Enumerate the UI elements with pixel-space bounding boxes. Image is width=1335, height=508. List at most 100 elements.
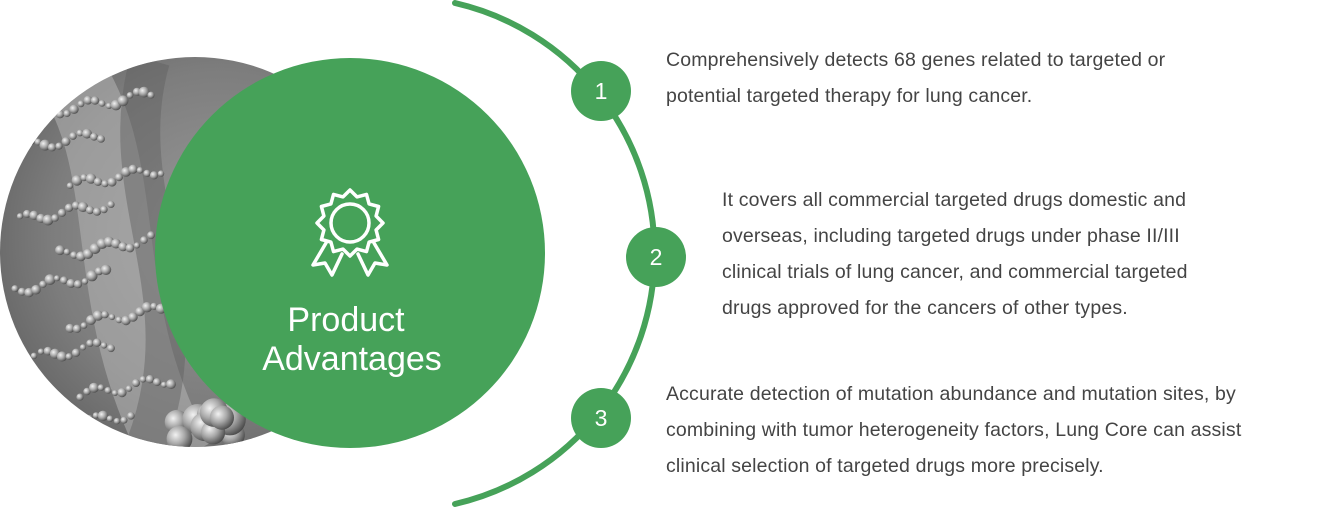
molecule-bead [90,96,100,105]
molecule-bead [65,323,75,333]
molecule-bead [30,352,38,359]
molecule-bead [69,132,77,140]
molecule-bead [120,416,128,424]
molecule-bead [29,210,39,220]
molecule-bead [107,344,115,353]
molecule-bead [82,128,92,139]
molecule-sphere [209,405,234,430]
molecule-bead [61,137,71,146]
molecule-bead [125,243,135,253]
step-number-2: 2 [650,244,663,270]
molecule-bead [83,387,91,396]
molecule-bead [27,137,35,146]
molecule-bead [80,174,88,182]
molecule-bead [37,348,45,355]
molecule-bead [126,92,134,99]
molecule-bead [141,302,153,313]
molecule-bead [85,173,97,184]
molecule-bead [42,214,54,226]
molecule-bead [60,276,68,285]
molecule-bead [51,214,59,222]
molecule-bead [153,378,161,387]
molecule-bead [56,351,68,362]
molecule-bead [44,274,56,285]
molecule-bead [16,213,24,220]
molecule-bead [19,139,29,150]
molecule-bead [86,57,94,64]
molecule-bead [143,169,151,177]
advantage-2-line-4: drugs approved for the cancers of other … [722,297,1128,319]
molecule-beads [6,46,246,447]
molecule-bead [104,387,112,394]
molecule-bead [100,342,108,349]
molecule-bead [132,379,140,387]
molecule-bead [85,206,95,215]
molecule-bead [23,209,31,218]
molecule-bead [35,423,45,432]
molecule-bead [133,242,141,249]
molecule-bead [50,57,60,64]
molecule-bead [98,100,106,107]
molecule-bead [66,278,76,288]
title-line-1: Product [287,301,405,339]
molecule-bead [77,201,89,213]
molecule-bead [108,47,114,53]
molecule-bead [90,132,98,141]
step-badge-3: 3 [571,388,631,448]
molecule-bead [100,205,108,214]
advantage-text-3: Accurate detection of mutation abundance… [666,376,1241,484]
molecule-bead [16,361,24,369]
molecule-bead [76,129,84,137]
advantage-text-2: It covers all commercial targeted drugs … [722,182,1188,326]
molecule-bead [55,245,65,256]
molecule-bead [79,60,87,68]
advantage-2-line-2: overseas, including targeted drugs under… [722,225,1180,247]
molecule-bead [85,414,93,423]
molecule-bead [77,100,85,108]
molecule-bead [63,57,75,67]
molecule-bead [57,208,67,217]
molecule-bead [106,415,114,422]
molecule-bead [128,312,138,322]
advantage-text-1: Comprehensively detects 68 genes related… [666,42,1165,114]
molecule-bead [145,375,155,384]
advantage-1-line-1: Comprehensively detects 68 genes related… [666,49,1166,71]
title-line-2: Advantages [262,340,442,378]
molecule-bead [79,344,87,351]
molecule-bead [63,248,71,256]
molecule-bead [70,251,78,259]
molecule-bead [72,324,82,333]
molecule-bead [97,135,105,143]
step-badge-1: 1 [571,61,631,121]
advantage-3-line-1: Accurate detection of mutation abundance… [666,383,1236,405]
molecule-bead [42,419,52,429]
molecule-bead [150,302,158,310]
molecule-bead [55,421,67,433]
molecule-bead [136,167,144,174]
molecule-bead [108,313,116,321]
molecule-bead [99,46,108,55]
molecule-bead [55,110,65,119]
step-number-1: 1 [595,78,608,104]
molecule-bead [23,358,31,365]
molecule-bead [11,285,19,293]
molecule-bead [71,59,81,69]
molecule-bead [105,102,113,109]
molecule-bead [117,95,129,107]
molecule-bead [73,280,83,289]
molecule-bead [43,58,53,68]
advantage-2-line-1: It covers all commercial targeted drugs … [722,189,1187,211]
molecule-bead [139,376,147,383]
molecule-bead [12,145,22,155]
molecule-bead [115,173,123,182]
molecule-bead [92,338,102,347]
molecule-bead [92,207,102,216]
molecule-bead [107,177,117,187]
molecule-bead [147,91,155,99]
molecule-bead [149,171,159,180]
molecule-bead [161,381,167,388]
molecule-bead [80,322,88,329]
molecule-bead [47,143,57,152]
molecule-bead [15,65,25,75]
